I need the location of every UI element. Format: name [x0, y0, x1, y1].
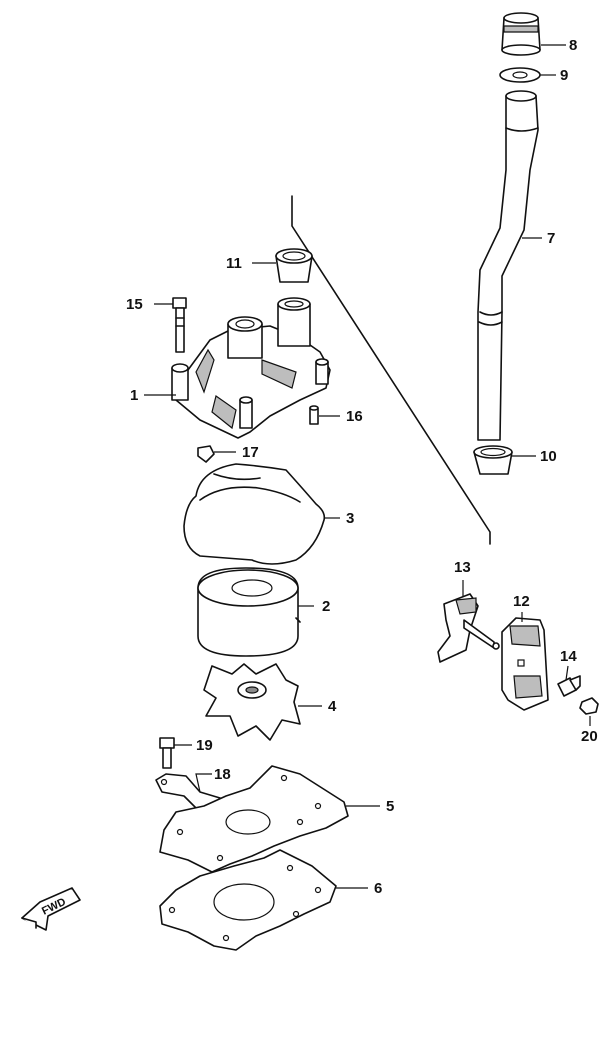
callout-19: 19 — [196, 737, 213, 754]
callout-5: 5 — [386, 798, 394, 815]
callout-7: 7 — [547, 230, 555, 247]
callout-15: 15 — [126, 296, 143, 313]
part-1-pump-housing — [171, 297, 331, 439]
assembly-guide-line — [291, 195, 491, 545]
callout-14: 14 — [560, 648, 577, 665]
fwd-label: FWD — [40, 896, 68, 918]
part-9-washer — [499, 67, 541, 83]
part-5-plate-gasket — [159, 765, 349, 873]
part-8-cap — [501, 12, 541, 56]
callout-4: 4 — [328, 698, 337, 715]
callout-2: 2 — [322, 598, 330, 615]
part-10-grommet — [473, 445, 513, 475]
callout-3: 3 — [346, 510, 354, 527]
callout-6: 6 — [374, 880, 382, 897]
callout-1: 1 — [130, 387, 138, 404]
callout-11: 11 — [226, 255, 242, 272]
part-11-bushing — [275, 248, 313, 283]
part-6-gasket — [159, 849, 337, 951]
part-7-water-tube — [477, 90, 539, 441]
part-14-screw — [557, 675, 581, 697]
part-17-key — [197, 445, 215, 463]
callout-12: 12 — [513, 593, 530, 610]
part-4-impeller — [203, 663, 301, 741]
callout-8: 8 — [569, 37, 577, 54]
callout-17: 17 — [242, 444, 259, 461]
fwd-direction-arrow: FWD — [21, 887, 81, 931]
part-16-dowel-pin — [309, 405, 319, 425]
part-20-nut — [579, 697, 599, 715]
callout-16: 16 — [346, 408, 363, 425]
part-2-case-liner — [197, 567, 301, 657]
callout-18: 18 — [214, 766, 231, 783]
callout-9: 9 — [560, 67, 568, 84]
callout-13: 13 — [454, 559, 471, 576]
part-3-seal-ring — [183, 463, 326, 565]
part-15-bolt — [172, 297, 187, 353]
part-12-anode-plate — [501, 617, 549, 711]
callout-20: 20 — [581, 728, 598, 745]
callout-labels: 8 9 7 10 11 15 1 16 17 3 2 4 19 18 5 6 1… — [126, 37, 598, 897]
part-19-bolt — [159, 737, 175, 769]
leader-lines — [144, 44, 591, 889]
callout-10: 10 — [540, 448, 557, 465]
part-13-bracket — [437, 593, 500, 663]
